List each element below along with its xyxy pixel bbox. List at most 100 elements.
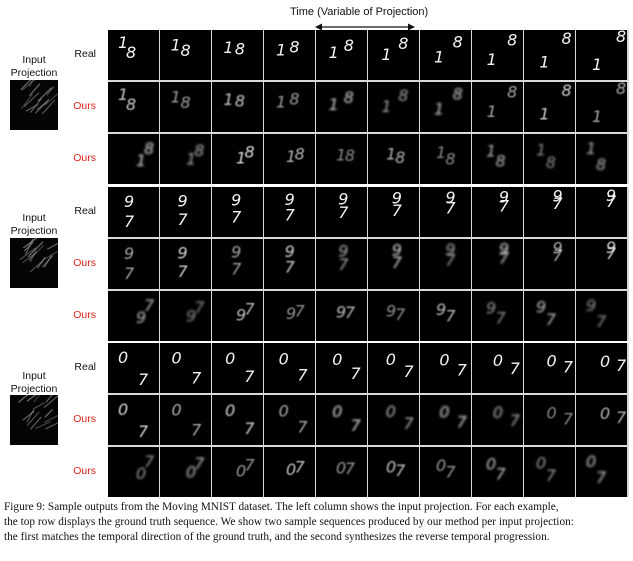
digit-glyph: 7 (510, 359, 521, 378)
digit-glyph: 7 (445, 251, 456, 270)
digit-glyph: 8 (126, 95, 136, 114)
frame-cell: 07 (368, 447, 419, 497)
digit-glyph: 7 (144, 452, 155, 471)
frame-cell: 97 (160, 291, 211, 341)
digit-glyph: 0 (386, 457, 396, 476)
digit-glyph: 9 (285, 190, 295, 209)
digit-glyph: 7 (350, 416, 361, 435)
frame-cell: 18 (108, 134, 159, 184)
digit-glyph: 7 (191, 368, 202, 387)
row-label-real: Real (74, 361, 96, 373)
digit-glyph: 1 (381, 45, 391, 64)
frame-cell: 97 (212, 239, 263, 289)
digit-glyph: 1 (486, 142, 496, 161)
frame-cell: 97 (264, 291, 315, 341)
digit-glyph: 0 (118, 400, 128, 419)
digit-glyph: 9 (445, 188, 455, 207)
digit-glyph: 7 (404, 362, 415, 381)
digit-glyph: 9 (552, 187, 562, 206)
digit-glyph: 1 (539, 105, 549, 124)
digit-glyph: 7 (596, 468, 607, 487)
digit-glyph: 7 (552, 194, 563, 213)
frame-cell: 18 (160, 134, 211, 184)
digit-glyph: 1 (336, 146, 346, 165)
digit-glyph: 7 (404, 414, 415, 433)
digit-glyph: 0 (439, 351, 449, 370)
digit-glyph: 9 (486, 299, 496, 318)
digit-glyph: 1 (434, 100, 444, 119)
digit-glyph: 7 (244, 367, 255, 386)
digit-glyph: 9 (338, 241, 348, 260)
digit-glyph: 7 (345, 303, 356, 322)
digit-glyph: 1 (434, 48, 444, 67)
frame-cell: 97 (264, 187, 315, 237)
row-label-ours: Ours (73, 152, 96, 164)
frame-cell: 07 (264, 395, 315, 445)
digit-glyph: 1 (592, 107, 602, 126)
digit-glyph: 7 (124, 212, 135, 231)
frame-cell: 97 (524, 291, 575, 341)
frame-cell: 97 (212, 187, 263, 237)
digit-glyph: 0 (600, 404, 610, 423)
digit-glyph: 8 (289, 90, 299, 109)
frame-cell: 97 (472, 291, 523, 341)
digit-glyph: 7 (144, 296, 155, 315)
digit-glyph: 0 (586, 452, 596, 471)
frame-cell: 07 (420, 343, 471, 393)
digit-glyph: 7 (563, 358, 574, 377)
digit-glyph: 9 (124, 192, 134, 211)
digit-glyph: 7 (392, 253, 403, 272)
digit-glyph: 0 (286, 460, 296, 479)
digit-glyph: 8 (244, 143, 254, 162)
input-label-line-2: Projection (10, 383, 58, 395)
digit-glyph: 8 (398, 34, 408, 53)
frame-cell: 07 (160, 447, 211, 497)
digit-glyph: 7 (178, 262, 189, 281)
input-projection-image (10, 238, 58, 288)
frame-cell: 97 (160, 239, 211, 289)
digit-glyph: 1 (539, 53, 549, 72)
digit-glyph: 9 (231, 191, 241, 210)
frame-cell: 18 (576, 82, 627, 132)
digit-glyph: 1 (171, 35, 181, 54)
digit-glyph: 0 (493, 351, 503, 370)
input-label-line-1: Input (22, 370, 46, 382)
digit-glyph: 7 (445, 307, 456, 326)
frame-cell: 18 (368, 134, 419, 184)
digit-glyph: 0 (486, 455, 496, 474)
digit-glyph: 8 (596, 155, 606, 174)
digit-glyph: 1 (171, 87, 181, 106)
digit-glyph: 7 (496, 308, 507, 327)
caption-line-1: Figure 9: Sample outputs from the Moving… (4, 501, 559, 513)
digit-glyph: 8 (180, 41, 190, 60)
digit-glyph: 7 (297, 365, 308, 384)
digit-glyph: 7 (596, 312, 607, 331)
frame-cell: 97 (368, 239, 419, 289)
digit-glyph: 0 (546, 352, 556, 371)
digit-glyph: 0 (439, 403, 449, 422)
digit-glyph: 7 (457, 413, 468, 432)
digit-glyph: 8 (295, 144, 305, 163)
input-label-line-1: Input (22, 212, 46, 224)
digit-glyph: 9 (136, 308, 146, 327)
digit-glyph: 0 (279, 349, 289, 368)
frame-cell: 07 (576, 447, 627, 497)
digit-glyph: 8 (344, 36, 354, 55)
frame-cell: 97 (576, 187, 627, 237)
digit-glyph: 0 (546, 404, 556, 423)
input-projection-image (10, 80, 58, 130)
frame-cell: 97 (524, 187, 575, 237)
digit-glyph: 9 (386, 301, 396, 320)
digit-glyph: 8 (180, 93, 190, 112)
digit-glyph: 7 (191, 420, 202, 439)
digit-glyph: 8 (546, 153, 556, 172)
digit-glyph: 7 (606, 244, 617, 263)
digit-glyph: 1 (118, 33, 128, 52)
digit-glyph: 8 (398, 86, 408, 105)
frame-cell: 18 (420, 82, 471, 132)
caption-line-2: the top row displays the ground truth se… (4, 516, 574, 528)
